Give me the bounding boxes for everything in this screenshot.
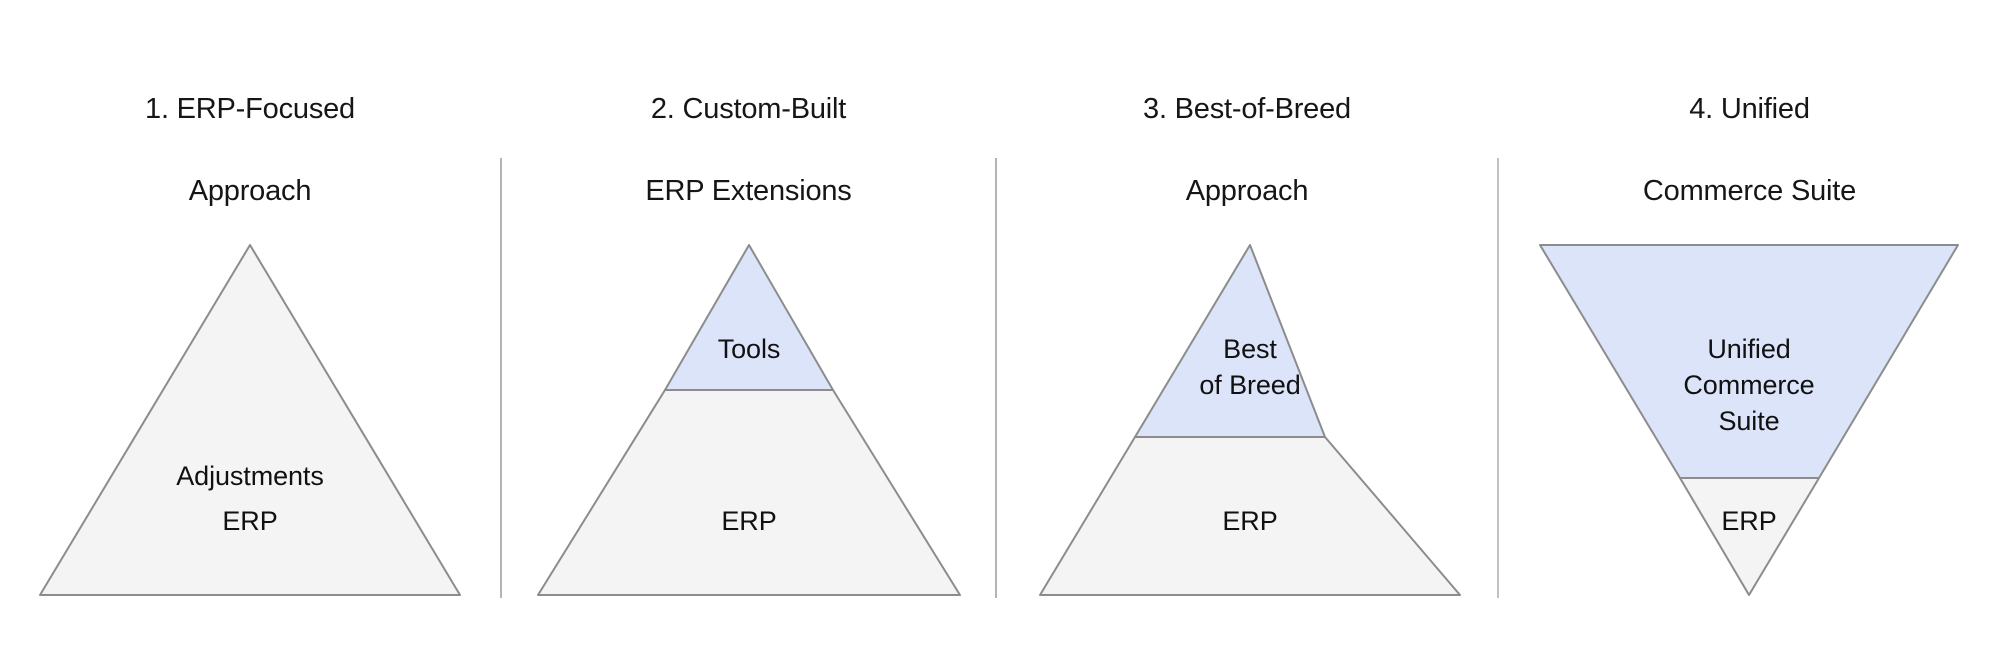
panel-title-line1: 2. Custom-Built xyxy=(650,93,847,125)
panel-title-erp-focused: 1. ERP-Focused Approach xyxy=(0,48,500,212)
pyramid-best-of-breed: Best of Breed ERP xyxy=(1039,244,1461,596)
segment-label-erp: ERP xyxy=(1222,506,1277,536)
segment-erp-custom-built[interactable] xyxy=(537,389,961,596)
segment-label-erp: ERP xyxy=(1721,506,1776,536)
segment-best-of-breed[interactable] xyxy=(1134,244,1326,438)
panel-title-line2: Commerce Suite xyxy=(1642,175,1857,207)
segment-label-adjustments: Adjustments xyxy=(176,461,323,491)
panel-unified-commerce: 4. Unified Commerce Suite Unified Commer… xyxy=(1499,0,2000,660)
panel-title-line2: Approach xyxy=(1185,175,1309,207)
panel-custom-built: 2. Custom-Built ERP Extensions Tools ERP xyxy=(502,0,995,660)
segment-label-of-breed: of Breed xyxy=(1199,370,1300,400)
segment-erp-unified[interactable] xyxy=(1679,477,1820,596)
triangle-erp-focused-body[interactable] xyxy=(39,244,461,596)
panel-title-line1: 1. ERP-Focused xyxy=(145,93,355,125)
inverted-pyramid-unified-commerce: Unified Commerce Suite ERP xyxy=(1539,244,1959,596)
segment-label-erp: ERP xyxy=(222,506,277,536)
panel-title-line2: Approach xyxy=(188,175,312,207)
panel-best-of-breed: 3. Best-of-Breed Approach Best of Breed … xyxy=(997,0,1497,660)
segment-label-tools: Tools xyxy=(718,334,781,364)
panel-title-best-of-breed: 3. Best-of-Breed Approach xyxy=(997,48,1497,212)
segment-label-suite: Suite xyxy=(1718,406,1779,436)
panel-erp-focused: 1. ERP-Focused Approach Adjustments ERP xyxy=(0,0,500,660)
segment-label-erp: ERP xyxy=(721,506,776,536)
segment-label-commerce: Commerce xyxy=(1683,370,1814,400)
panel-title-custom-built: 2. Custom-Built ERP Extensions xyxy=(502,48,995,212)
panel-title-unified-commerce: 4. Unified Commerce Suite xyxy=(1499,48,2000,212)
panel-divider-3 xyxy=(1497,158,1499,598)
pyramid-custom-built: Tools ERP xyxy=(537,244,961,596)
pyramid-erp-focused: Adjustments ERP xyxy=(39,244,461,596)
segment-label-best: Best xyxy=(1223,334,1277,364)
panel-divider-1 xyxy=(500,158,502,598)
segment-unified-commerce-suite[interactable] xyxy=(1539,244,1959,479)
panel-title-line1: 3. Best-of-Breed xyxy=(1143,93,1351,125)
panel-divider-2 xyxy=(995,158,997,598)
panel-title-line1: 4. Unified xyxy=(1689,93,1810,125)
panel-title-line2: ERP Extensions xyxy=(645,175,852,207)
segment-label-unified: Unified xyxy=(1707,334,1790,364)
segment-tools[interactable] xyxy=(664,244,834,391)
